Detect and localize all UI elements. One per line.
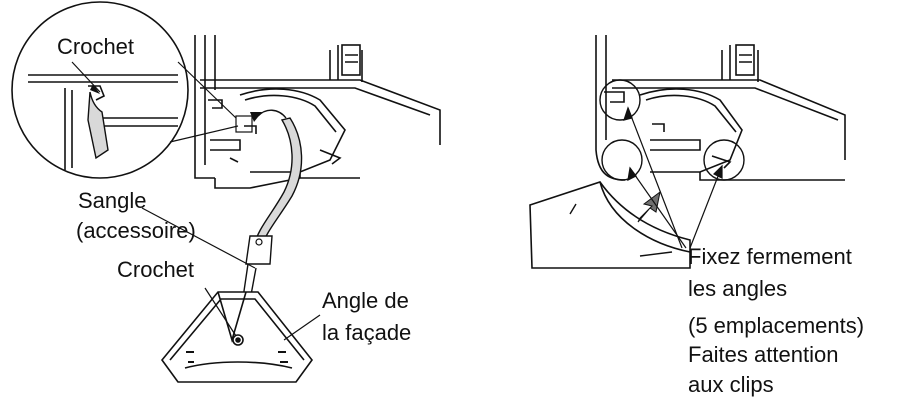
label-angle-line2: la façade [322,320,411,345]
unit-body-left [194,35,441,189]
clip-markers [599,79,745,181]
label-sangle-line2: (accessoire) [76,218,196,243]
label-fix-line2: les angles [688,276,787,301]
label-crochet-bottom: Crochet [117,257,194,282]
label-sangle-line1: Sangle [78,188,147,213]
label-clip-line1: Faites attention [688,342,838,367]
label-clip-line2: aux clips [688,372,774,397]
corner-panel-right [529,181,691,269]
unit-body-right [595,35,846,181]
label-fix-line3: (5 emplacements) [688,313,864,338]
label-crochet-top: Crochet [57,34,134,59]
label-angle-line1: Angle de [322,288,409,313]
strap [239,109,303,324]
insert-arrow [637,190,661,223]
zoom-callout [11,1,253,179]
leader-lines-right [623,106,723,249]
corner-panel-left [160,291,314,383]
leader-lines-left [141,207,321,341]
label-fix-line1: Fixez fermement [688,244,852,269]
